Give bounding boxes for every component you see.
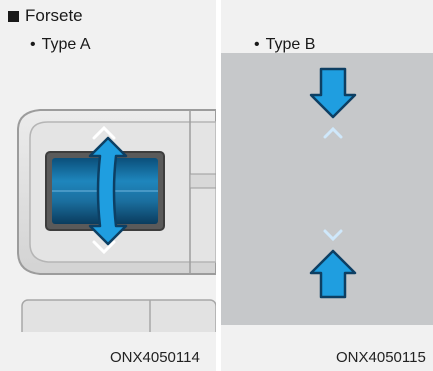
dot-bullet-icon: • (254, 36, 260, 53)
type-b-label: Type B (265, 36, 316, 53)
panel-type-a (0, 0, 216, 371)
section-heading: Forsete (8, 6, 83, 26)
panel-type-b (221, 0, 433, 371)
section-title: Forsete (25, 6, 83, 25)
chevron-up-icon (323, 126, 343, 139)
push-down-arrow-icon (309, 67, 357, 119)
type-a-label: Type A (41, 36, 91, 53)
type-b-image-code: ONX4050115 (336, 349, 426, 366)
curved-double-arrow-icon (88, 136, 128, 246)
type-b-label-row: • Type B (254, 36, 315, 54)
square-bullet-icon (8, 10, 19, 22)
chevron-down-icon (92, 240, 116, 255)
chevron-down-icon (323, 229, 343, 242)
push-up-arrow-icon (309, 249, 357, 299)
type-b-illustration (221, 53, 433, 325)
type-a-image-code: ONX4050114 (110, 349, 200, 366)
type-a-label-row: • Type A (30, 36, 91, 54)
chevron-up-icon (92, 125, 116, 140)
type-a-illustration (17, 109, 216, 332)
dot-bullet-icon: • (30, 36, 36, 53)
